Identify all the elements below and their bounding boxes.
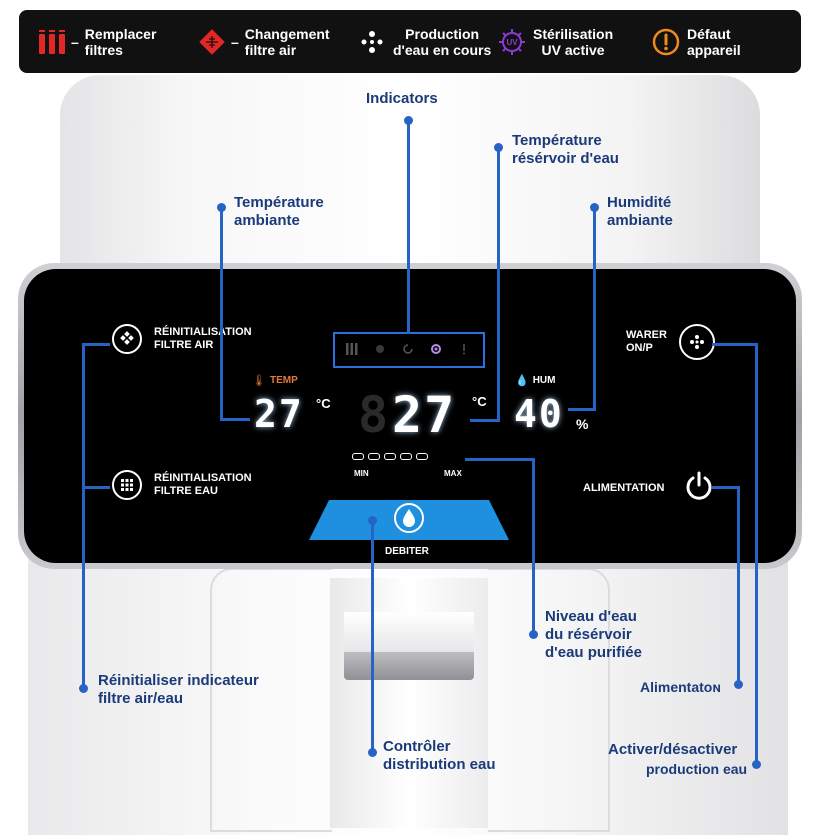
air-filter-diamond-icon xyxy=(197,27,227,57)
callout-line-tank-temp-h xyxy=(470,419,500,422)
water-level-segment xyxy=(416,453,428,460)
water-dots-icon xyxy=(678,324,715,360)
water-filter-grid-icon xyxy=(112,470,142,500)
tank-temp-display: 27 xyxy=(392,386,457,444)
power-label: ALIMENTATION xyxy=(583,482,665,494)
legend-item-replace-filters: – Remplacer filtres xyxy=(37,10,156,73)
callout-line-level-v xyxy=(532,458,535,636)
uv-gear-icon: UV xyxy=(497,27,527,57)
legend-label-uv-sterilization: Stérilisation UV active xyxy=(533,25,614,58)
callout-dot-power xyxy=(734,680,743,689)
legend-label-air-filter-change: Changement filtre air xyxy=(244,25,330,58)
callout-dot-reset xyxy=(79,684,88,693)
legend-dash-1: – xyxy=(71,33,79,50)
ambient-temp-unit: °C xyxy=(316,396,331,411)
power-button[interactable]: ALIMENTATION xyxy=(583,470,714,507)
callout-line-tank-temp-v xyxy=(497,147,500,421)
reset-water-label-line2: FILTRE EAU xyxy=(154,485,218,497)
temp-label: TEMP xyxy=(269,375,298,386)
power-icon xyxy=(684,470,714,507)
water-level-segment xyxy=(368,453,380,460)
water-level-segment xyxy=(352,453,364,460)
legend-dash-2: – xyxy=(231,33,239,50)
warer-label-line1: WARER xyxy=(626,329,667,341)
callout-indicators: Indicators xyxy=(366,90,438,107)
callout-line-power-h xyxy=(712,486,740,489)
reset-water-label-line1: RÉINITIALISATION xyxy=(154,472,252,484)
hum-label-group: 💧 HUM xyxy=(515,374,555,387)
callout-toggle-production-line1: Activer/désactiver xyxy=(608,741,738,758)
water-level-segment xyxy=(400,453,412,460)
callout-toggle-production-line2: production eau xyxy=(646,761,748,777)
ambient-temp-display: 27 xyxy=(254,392,304,436)
callout-water-level: Niveau d'eau du résérvoir d'eau purifiée xyxy=(545,608,642,661)
callout-power: Alimentatoɴ xyxy=(640,679,721,695)
water-spout-top xyxy=(344,612,474,652)
humidity-unit: % xyxy=(576,416,589,432)
callout-reset-indicator: Réinitialiser indicateur filtre air/eau xyxy=(98,672,259,707)
water-level-segment xyxy=(384,453,396,460)
legend-label-replace-filters: Remplacer filtres xyxy=(84,25,157,58)
droplet-small-icon: 💧 xyxy=(515,375,529,387)
reset-water-filter-button[interactable]: RÉINITIALISATION FILTRE EAU xyxy=(112,470,252,500)
water-level-bar xyxy=(352,453,432,460)
callout-line-power-v xyxy=(737,486,740,684)
callout-dot-dispense-top xyxy=(368,516,377,525)
callout-dot-dispense xyxy=(368,748,377,757)
level-max-label: MAX xyxy=(444,469,462,478)
humidity-display: 40 xyxy=(514,392,564,436)
temp-label-group: 🌡 TEMP xyxy=(252,374,298,387)
tank-temp-unit: °C xyxy=(472,394,487,409)
legend-bar: – Remplacer filtres – Changement filtre … xyxy=(19,10,801,73)
filter-bars-icon xyxy=(37,27,67,57)
water-dots-icon xyxy=(357,27,387,57)
callout-line-ambient-temp-v xyxy=(220,207,223,420)
callout-line-reset-mid xyxy=(82,486,110,489)
callout-ambient-humidity: Humidité ambiante xyxy=(607,194,673,229)
callout-tank-temperature: Température résérvoir d'eau xyxy=(512,132,619,167)
level-min-label: MIN xyxy=(354,469,369,478)
reset-air-label-line2: FILTRE AIR xyxy=(154,339,214,351)
callout-line-toggle-v xyxy=(755,343,758,763)
warer-label-line2: ON/P xyxy=(626,342,653,354)
svg-text:UV: UV xyxy=(506,38,518,47)
water-production-toggle-button[interactable]: WARER ON/P xyxy=(626,324,715,360)
hum-label: HUM xyxy=(532,375,556,386)
uv-indicator-icon xyxy=(431,344,441,354)
dispense-label: DEBITER xyxy=(385,546,429,557)
callout-line-humidity-h xyxy=(568,408,596,411)
callout-line-dispense-v xyxy=(371,520,374,752)
legend-label-device-fault: Défaut appareil xyxy=(687,25,741,58)
callout-ambient-temperature: Température ambiante xyxy=(234,194,324,229)
legend-item-device-fault: Défaut appareil xyxy=(651,10,741,73)
water-production-indicator-icon xyxy=(403,344,413,354)
callout-line-humidity-v xyxy=(593,207,596,410)
warning-circle-icon xyxy=(651,27,681,57)
fault-indicator-icon xyxy=(463,344,465,355)
callout-line-ambient-temp-h xyxy=(220,418,250,421)
legend-item-uv-sterilization: UV Stérilisation UV active xyxy=(497,10,613,73)
callout-line-reset-v xyxy=(82,343,85,688)
reset-air-label-line1: RÉINITIALISATION xyxy=(154,326,252,338)
legend-item-water-production: Production d'eau en cours xyxy=(357,10,491,73)
callout-line-indicators xyxy=(407,120,410,334)
water-drop-icon xyxy=(393,502,425,539)
legend-label-water-production: Production d'eau en cours xyxy=(393,25,492,58)
callout-dispense-control: Contrôler distribution eau xyxy=(383,738,496,773)
legend-item-air-filter-change: – Changement filtre air xyxy=(197,10,330,73)
tank-temp-ghost-digit: 8 xyxy=(358,386,391,444)
air-filter-diamond-icon xyxy=(112,324,142,354)
air-filter-indicator-icon xyxy=(376,345,384,353)
callout-dot-level xyxy=(529,630,538,639)
thermometer-icon: 🌡 xyxy=(252,375,266,387)
callout-dot-toggle xyxy=(752,760,761,769)
filter-bars-indicator-icon xyxy=(346,343,358,355)
indicator-icons-row xyxy=(346,343,470,355)
reset-air-filter-button[interactable]: RÉINITIALISATION FILTRE AIR xyxy=(112,324,252,354)
callout-line-toggle-h xyxy=(712,343,758,346)
callout-line-level-h xyxy=(465,458,535,461)
callout-line-reset-top xyxy=(82,343,110,346)
dispense-button[interactable] xyxy=(309,500,509,540)
